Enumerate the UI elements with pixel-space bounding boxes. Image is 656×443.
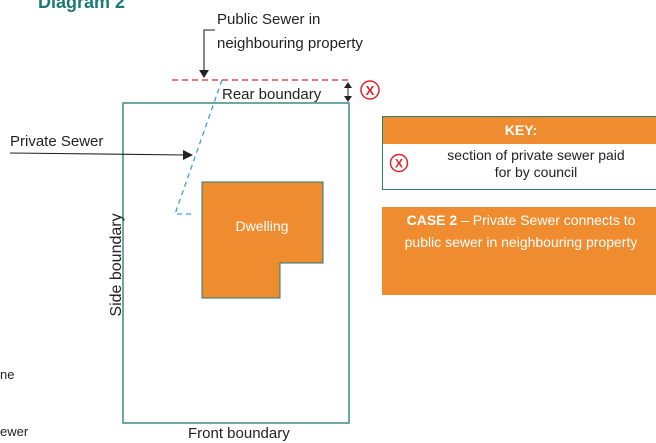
key-description: section of private sewer paid for by cou…: [413, 147, 656, 181]
side-boundary-label: Side boundary: [108, 213, 125, 317]
cropped-text-fragment-1: ne: [0, 367, 15, 382]
private-sewer-arrowhead: [183, 150, 193, 160]
property-outline: [122, 102, 350, 424]
public-sewer-label: Public Sewer in neighbouring property: [217, 8, 363, 56]
cropped-text-fragment-2: ewer: [0, 424, 29, 439]
key-description-line1: section of private sewer paid: [447, 147, 625, 163]
rear-gap-arrowhead-bottom: [344, 96, 352, 102]
key-description-line2: for by council: [494, 164, 578, 180]
public-sewer-leader: [203, 29, 215, 74]
front-boundary-label: Front boundary: [188, 425, 290, 442]
marker-circle: [360, 80, 380, 100]
rear-boundary-label: Rear boundary: [222, 86, 322, 103]
public-sewer-label-line1: Public Sewer in: [217, 11, 321, 28]
svg-text:X: X: [395, 157, 403, 171]
key-heading: KEY:: [383, 117, 656, 144]
key-box: KEY: X section of private sewer paid for…: [382, 116, 656, 190]
private-sewer-label: Private Sewer: [10, 133, 104, 150]
dwelling-label: Dwelling: [235, 218, 289, 234]
case-description: – Private Sewer connects to public sewer…: [404, 212, 638, 250]
public-sewer-arrowhead: [199, 70, 209, 78]
private-sewer-leader: [9, 152, 187, 156]
private-sewer-line: [174, 79, 223, 215]
case-box: CASE 2 – Private Sewer connects to publi…: [382, 207, 656, 295]
key-marker-icon: X: [389, 153, 409, 173]
diagram-title: Diagram 2: [38, 0, 126, 12]
marker-x: X: [366, 83, 375, 98]
dwelling-shape: [201, 181, 324, 299]
rear-gap-arrowhead-top: [344, 82, 352, 88]
public-sewer-label-line2: neighbouring property: [217, 35, 363, 52]
case-title: CASE 2: [406, 212, 458, 228]
